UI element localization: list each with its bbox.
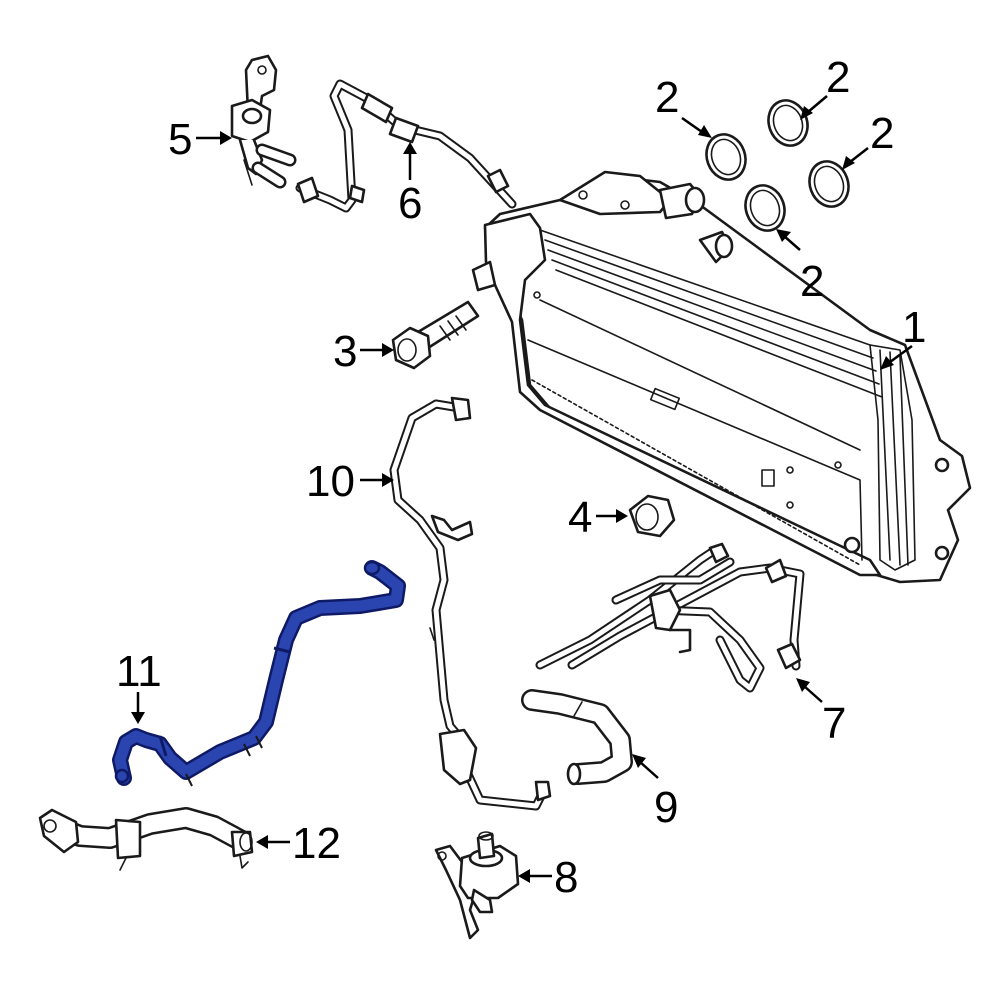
callout-12: 12 xyxy=(256,819,341,868)
callout-8: 8 xyxy=(518,853,578,902)
callout-9: 9 xyxy=(632,754,678,832)
part-2-o-rings[interactable] xyxy=(700,95,854,236)
svg-text:2: 2 xyxy=(826,53,850,102)
callout-4: 4 xyxy=(568,493,628,542)
callout-6: 6 xyxy=(398,142,422,228)
part-1-oil-cooler[interactable] xyxy=(471,170,972,584)
callout-2d: 2 xyxy=(776,229,824,306)
part-8-valve[interactable] xyxy=(434,831,520,940)
part-10-pipe-assembly[interactable] xyxy=(389,396,552,811)
svg-text:7: 7 xyxy=(822,699,846,748)
svg-text:11: 11 xyxy=(116,647,162,696)
svg-text:6: 6 xyxy=(398,179,422,228)
callout-1: 1 xyxy=(880,303,926,370)
svg-text:8: 8 xyxy=(554,853,578,902)
svg-text:3: 3 xyxy=(333,327,357,376)
callout-7: 7 xyxy=(796,678,846,748)
part-7-hose-assembly[interactable] xyxy=(535,542,805,693)
callout-2a: 2 xyxy=(655,73,712,138)
svg-text:10: 10 xyxy=(306,457,355,506)
svg-text:2: 2 xyxy=(870,109,894,158)
callout-11: 11 xyxy=(116,647,162,724)
part-9-hose[interactable] xyxy=(521,689,633,786)
callout-2b: 2 xyxy=(800,53,850,120)
svg-text:5: 5 xyxy=(168,115,192,164)
svg-text:2: 2 xyxy=(800,257,824,306)
svg-text:1: 1 xyxy=(902,303,926,352)
svg-text:4: 4 xyxy=(568,493,592,542)
part-5-valve-bracket[interactable] xyxy=(230,54,297,189)
part-11-coolant-hose[interactable] xyxy=(112,560,406,787)
callout-3: 3 xyxy=(333,327,394,376)
callout-2c: 2 xyxy=(842,109,894,170)
part-4-nut[interactable] xyxy=(628,494,676,538)
callout-10: 10 xyxy=(306,457,394,506)
callout-5: 5 xyxy=(168,115,232,164)
part-3-bolt[interactable] xyxy=(391,300,480,370)
svg-text:2: 2 xyxy=(655,73,679,122)
svg-text:12: 12 xyxy=(292,819,341,868)
part-6-oil-pipe[interactable] xyxy=(295,79,517,213)
svg-text:9: 9 xyxy=(654,783,678,832)
part-12-hose[interactable] xyxy=(38,807,254,871)
